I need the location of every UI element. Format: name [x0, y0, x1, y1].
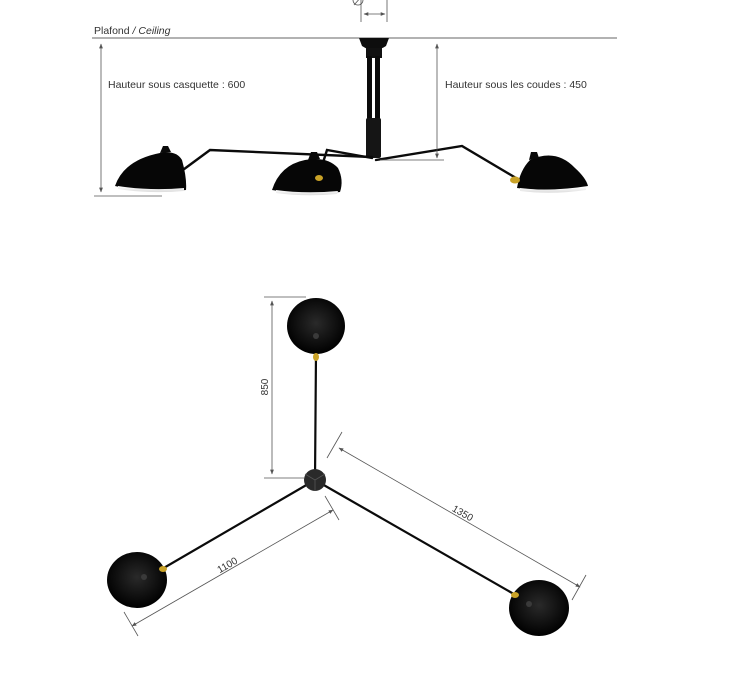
brass-fitting [313, 353, 319, 361]
height-under-elbows-label: Hauteur sous les coudes : 450 [445, 79, 587, 91]
top-shade-left [107, 552, 167, 608]
top-arms [160, 350, 521, 599]
top-view: 850 1350 1100 [107, 296, 587, 637]
side-arms [170, 144, 518, 180]
top-shade-north [287, 298, 345, 361]
canopy [359, 38, 389, 58]
ceiling-label-en: Ceiling [138, 25, 171, 37]
brass-fitting [511, 592, 519, 598]
canopy-diameter-dimension [352, 0, 388, 22]
side-shade-center [272, 152, 342, 196]
brass-fitting [510, 176, 520, 184]
ceiling-label-fr: Plafond [94, 25, 130, 37]
brass-fitting [159, 566, 167, 572]
ceiling-label-separator: / [129, 25, 139, 37]
brass-fitting [315, 175, 323, 181]
dim-1100 [123, 495, 340, 637]
height-600-dimension [94, 43, 162, 197]
dim-1350 [326, 431, 587, 601]
dim-850 [264, 296, 306, 479]
side-shade-right [510, 152, 588, 193]
side-shade-left [115, 146, 187, 193]
dim-850-label: 850 [260, 378, 271, 395]
central-stem [366, 56, 381, 158]
height-450-dimension [380, 43, 444, 161]
dim-1350-label: 1350 [450, 504, 475, 525]
side-view [92, 0, 617, 197]
top-shade-right [509, 580, 569, 636]
dim-1100-label: 1100 [216, 555, 241, 575]
height-under-canopy-label: Hauteur sous casquette : 600 [108, 79, 246, 91]
ceiling-label: Plafond / Ceiling [94, 25, 171, 37]
